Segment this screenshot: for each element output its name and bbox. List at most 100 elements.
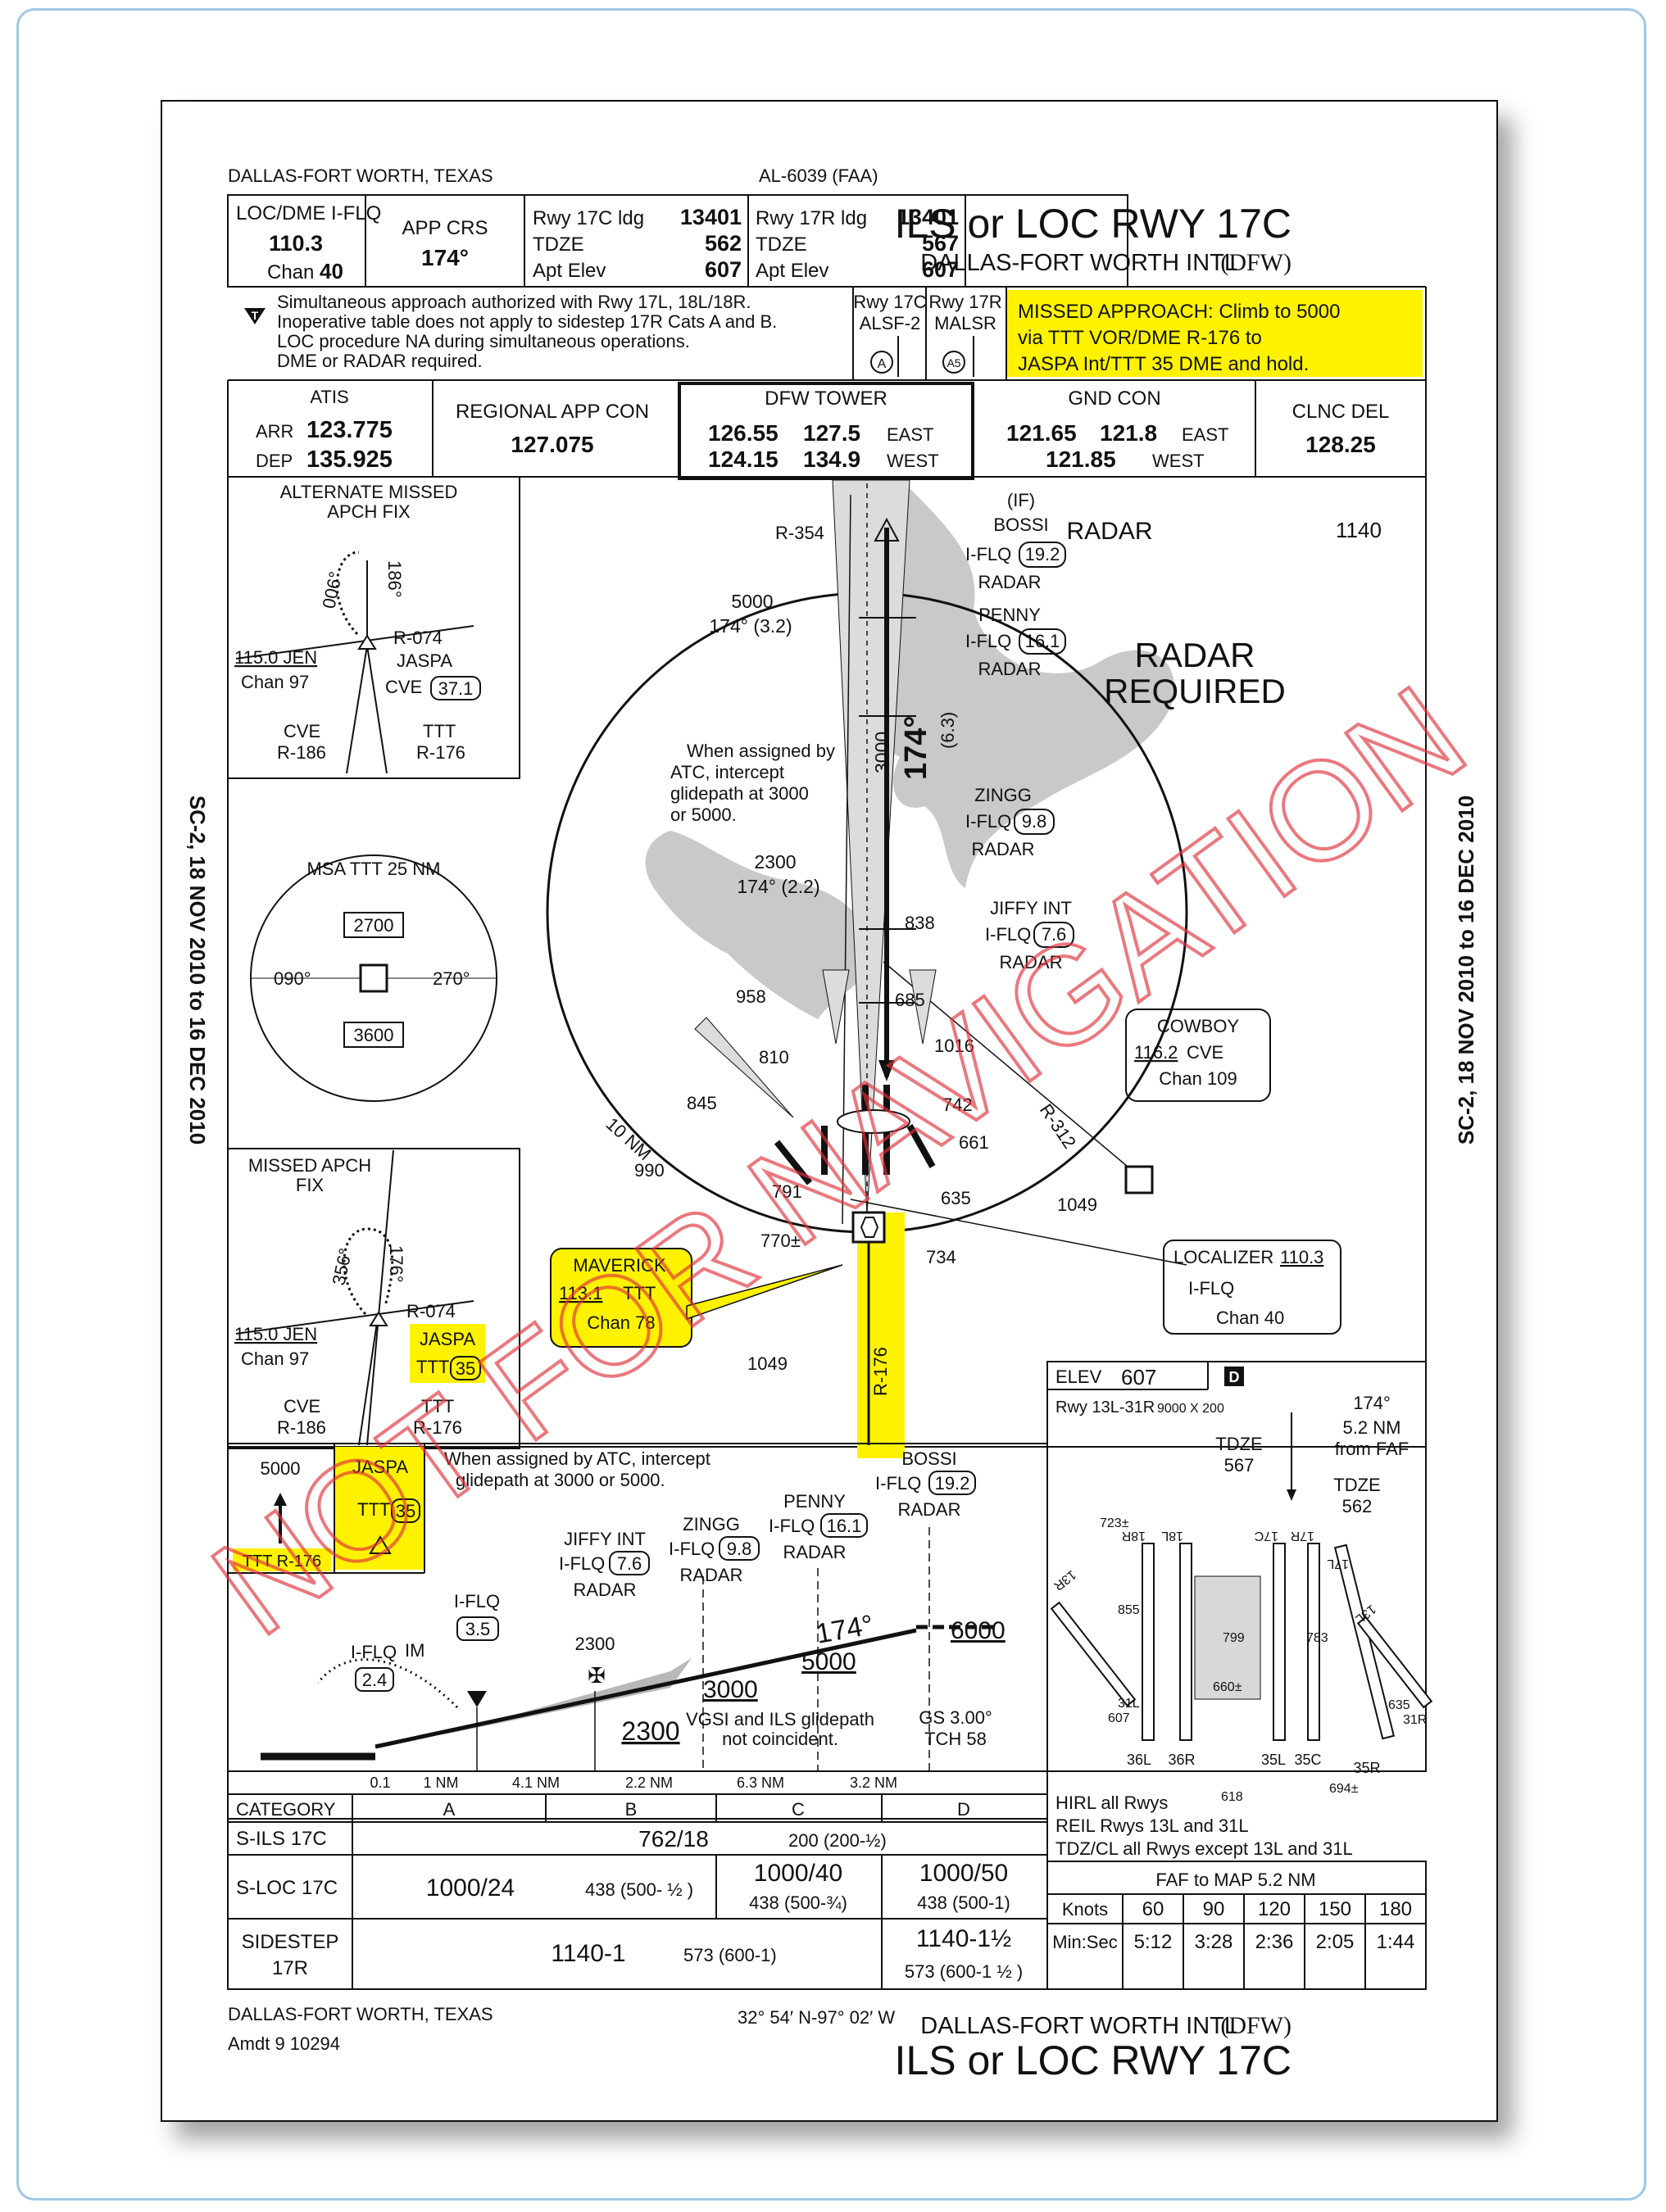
zingg-dme: 9.8 [1022, 811, 1047, 832]
assign-line-2: ATC, intercept [670, 762, 784, 782]
sils-haa: 200 (200-½) [788, 1830, 887, 1851]
knots-label: Knots [1062, 1899, 1108, 1920]
elev-label: ELEV [1055, 1367, 1102, 1387]
ad-elev-783: 783 [1306, 1631, 1328, 1645]
rwy-31r-label: 31R [1403, 1713, 1427, 1727]
missed-fix-title-1: MISSED APCH [248, 1155, 371, 1176]
jiffy-dme-id: I-FLQ [985, 924, 1031, 945]
loc-chan: 40 [320, 259, 343, 283]
penny-dme: 16.1 [1025, 631, 1060, 651]
header-airport: DALLAS-FORT WORTH INTL [920, 250, 1237, 276]
obs-635: 635 [941, 1188, 971, 1208]
obs-734: 734 [926, 1247, 956, 1267]
alt-in-crs: 006° [318, 569, 346, 610]
rwy-36r-label: 36R [1168, 1752, 1195, 1768]
alt-missed-inset [227, 476, 520, 779]
alt-jen: 115.0 JEN [234, 647, 317, 668]
ad-elev-618: 618 [1221, 1790, 1243, 1804]
lighting-1: HIRL all Rwys [1055, 1793, 1168, 1813]
profile-jiffy-radar: RADAR [573, 1580, 636, 1600]
jaspa-fix-icon [369, 1535, 392, 1554]
missed-approach-highlight [1006, 290, 1423, 377]
maverick-name: MAVERICK [573, 1255, 666, 1276]
profile-hold-ttt: TTT [357, 1499, 390, 1520]
msa-north: 2700 [354, 915, 394, 936]
obs-685: 685 [895, 990, 925, 1010]
dist-4: 6.3 NM [737, 1775, 784, 1791]
profile-note-1: When assigned by ATC, intercept [444, 1448, 710, 1469]
rwy-13r [1050, 1601, 1137, 1707]
localizer-id: I-FLQ [1188, 1278, 1234, 1299]
jen-radial [235, 625, 474, 660]
mf-r074: R-074 [406, 1301, 456, 1321]
tower-box [678, 382, 974, 480]
mf-tttl: TTT [421, 1396, 454, 1416]
note-line-3: LOC procedure NA during simultaneous ope… [277, 331, 690, 351]
dist-5: 3.2 NM [850, 1775, 897, 1791]
profile-ttt-r176: TTT R-176 [243, 1552, 321, 1571]
mf-jaspa-highlight [410, 1324, 485, 1383]
profile-flq35-id: I-FLQ [454, 1591, 500, 1611]
cowboy-chan: Chan 109 [1159, 1068, 1237, 1089]
profile-gs: GS 3.00° [919, 1707, 992, 1728]
dist-2: 4.1 NM [512, 1775, 560, 1791]
ad-elev-660: 660± [1213, 1680, 1242, 1694]
alsf-symbol-icon [870, 351, 893, 374]
atis-label: ATIS [310, 387, 348, 407]
obs-661: 661 [959, 1132, 989, 1153]
knots-180: 180 [1379, 1898, 1412, 1920]
rwy17r-ldg: 13401 [897, 205, 959, 229]
mf-jen: 115.0 JEN [234, 1324, 317, 1344]
assign-line-3: glidepath at 3000 [670, 783, 809, 804]
tdze2: 562 [1342, 1496, 1373, 1516]
jiffy-radar: RADAR [999, 952, 1062, 972]
nonstandard-alternate-icon [244, 308, 266, 324]
app-crs: 174° [421, 245, 469, 270]
glidepath [375, 1628, 917, 1749]
radar-required-line-2: REQUIRED [1104, 672, 1286, 710]
cat-b: B [625, 1799, 638, 1820]
rwy-13r-label: 13R [1051, 1567, 1078, 1593]
footer-amdt: Amdt 9 10294 [228, 2033, 340, 2054]
rwy17r-elev: 607 [922, 257, 959, 282]
rwy-31l-label: 31L [1118, 1697, 1140, 1711]
profile-alt6000: 6000 [951, 1617, 1006, 1644]
cowboy-name: COWBOY [1157, 1016, 1240, 1036]
arr-freq: 123.775 [306, 417, 393, 443]
obs-838: 838 [905, 913, 935, 933]
profile-crs: 174° [814, 1609, 876, 1650]
dme-required-icon [1224, 1367, 1244, 1386]
mf-jen-chan: Chan 97 [241, 1349, 309, 1369]
rwy-17r-label: 17R [1291, 1529, 1314, 1543]
profile-zingg-id: I-FLQ [669, 1539, 715, 1559]
obs-1016: 1016 [934, 1036, 974, 1056]
ad-elev-607: 607 [1108, 1711, 1130, 1725]
rwy-dims: Rwy 13L-31R [1055, 1398, 1155, 1416]
terminal-area [1194, 1575, 1261, 1700]
obs-810: 810 [759, 1047, 789, 1067]
maverick-chan: Chan 78 [587, 1312, 655, 1333]
bossi-dme-box [1019, 542, 1066, 568]
side-text-left: SC-2, 18 NOV 2010 to 16 DEC 2010 [185, 796, 210, 1145]
rwy-17l [1333, 1543, 1396, 1740]
approach-chart-sheet: DALLAS-FORT WORTH, TEXAS AL-6039 (FAA) I… [161, 100, 1498, 2122]
alt-cve-r: CVE [284, 721, 320, 741]
knots-60: 60 [1142, 1898, 1164, 1920]
header-location: DALLAS-FORT WORTH, TEXAS [228, 165, 493, 186]
lighting-3: TDZ/CL all Rwys except 13L and 31L [1055, 1838, 1353, 1859]
clnc-freq: 128.25 [1305, 432, 1376, 457]
rwy-35c-label: 35C [1294, 1752, 1321, 1768]
profile-jiffy-dme: 7.6 [617, 1553, 642, 1574]
alt-r074: R-074 [393, 628, 443, 648]
app-con-label: REGIONAL APP CON [456, 401, 649, 423]
tower-label: DFW TOWER [765, 388, 887, 410]
app-con-freq: 127.075 [511, 432, 593, 457]
obs-958: 958 [736, 986, 766, 1007]
localizer-freq: 110.3 [1280, 1247, 1323, 1267]
localizer-box [1163, 1240, 1341, 1335]
rwy-17c-label: 17C [1255, 1529, 1278, 1543]
rwy17c-ldg-label: Rwy 17C ldg [533, 207, 644, 229]
alt5000: 5000 [731, 591, 773, 612]
alt-cve-dme: 37.1 [438, 678, 474, 699]
obs-770: 770± [760, 1231, 801, 1251]
